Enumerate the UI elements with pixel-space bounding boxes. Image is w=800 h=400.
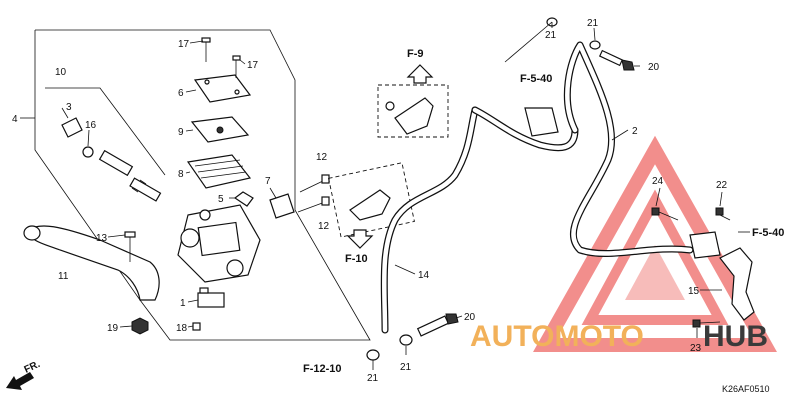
holder-part [233, 191, 295, 219]
ref-f540-top: F-5-40 [520, 73, 552, 85]
brake-hose-14 [380, 106, 579, 334]
callout-13: 13 [96, 233, 108, 244]
diaphragm-part [186, 154, 252, 189]
callout-12b: 12 [318, 221, 330, 232]
f10-frame [328, 162, 415, 238]
hose-joint-part [524, 107, 721, 259]
callout-21c: 21 [367, 373, 379, 384]
callout-8: 8 [178, 169, 184, 180]
callout-12a: 12 [316, 152, 328, 163]
banjo-bolt-icon [416, 49, 635, 337]
reference-labels: F-9 F-5-40 F-5-40 F-10 F-12-10 [303, 48, 784, 375]
callout-21a: 21 [545, 30, 557, 41]
direction-label: FR. [23, 359, 42, 376]
bolt-icon [297, 174, 330, 213]
bolt-icon [651, 207, 731, 328]
front-direction-icon: FR. [6, 359, 42, 390]
hose-clamp-part [349, 189, 391, 221]
callout-1: 1 [180, 298, 186, 309]
callout-22: 22 [716, 180, 728, 191]
brake-lever-part [23, 225, 160, 301]
callout-15: 15 [688, 286, 700, 297]
callout-14: 14 [418, 270, 430, 281]
nut-icon [131, 317, 149, 335]
hose-clamp-part [385, 97, 434, 135]
watermark-text-1: AUTOMOTO [470, 320, 644, 353]
callout-3: 3 [66, 102, 72, 113]
ref-f10: F-10 [345, 253, 368, 265]
callout-21d: 21 [400, 362, 412, 373]
callout-17a: 17 [178, 39, 190, 50]
callout-20a: 20 [648, 62, 660, 73]
diaphragm-plate-part [190, 116, 250, 143]
callout-21b: 21 [587, 18, 599, 29]
callout-19: 19 [107, 323, 119, 334]
ref-f540-right: F-5-40 [752, 227, 784, 239]
brake-hose-2 [563, 41, 694, 258]
watermark-logo: AUTOMOTO HUB [470, 320, 768, 353]
callout-11: 11 [58, 271, 69, 282]
callout-6: 6 [178, 88, 184, 99]
pivot-bolt-icon [124, 231, 136, 262]
leader-lines [20, 21, 750, 370]
callout-10: 10 [55, 67, 67, 78]
master-cylinder-outline [34, 29, 371, 341]
callout-labels: 1 2 3 4 5 6 7 8 9 10 11 12 12 13 14 15 1… [12, 18, 728, 384]
callout-24: 24 [652, 176, 664, 187]
brake-switch-part [192, 287, 225, 331]
callout-9: 9 [178, 127, 184, 138]
arrow-up-icon [406, 64, 434, 84]
ref-f1210: F-12-10 [303, 363, 342, 375]
master-cylinder-body [177, 204, 261, 283]
reservoir-cap-part [193, 74, 252, 103]
callout-23: 23 [690, 343, 702, 354]
callout-2: 2 [632, 126, 638, 137]
callout-5: 5 [218, 194, 224, 205]
ref-f9: F-9 [407, 48, 424, 60]
bracket-part [719, 247, 755, 321]
callout-18: 18 [176, 323, 188, 334]
f9-frame [377, 84, 449, 138]
callout-7: 7 [265, 176, 271, 187]
watermark-text-2: HUB [703, 320, 768, 353]
callout-20b: 20 [464, 312, 476, 323]
arrow-down-icon [346, 229, 374, 249]
screw-icon [201, 37, 241, 78]
callout-4: 4 [12, 114, 18, 125]
diagram-code: K26AF0510 [722, 384, 770, 394]
piston-kit-part [61, 117, 162, 202]
callout-17b: 17 [247, 60, 259, 71]
callout-16: 16 [85, 120, 97, 131]
